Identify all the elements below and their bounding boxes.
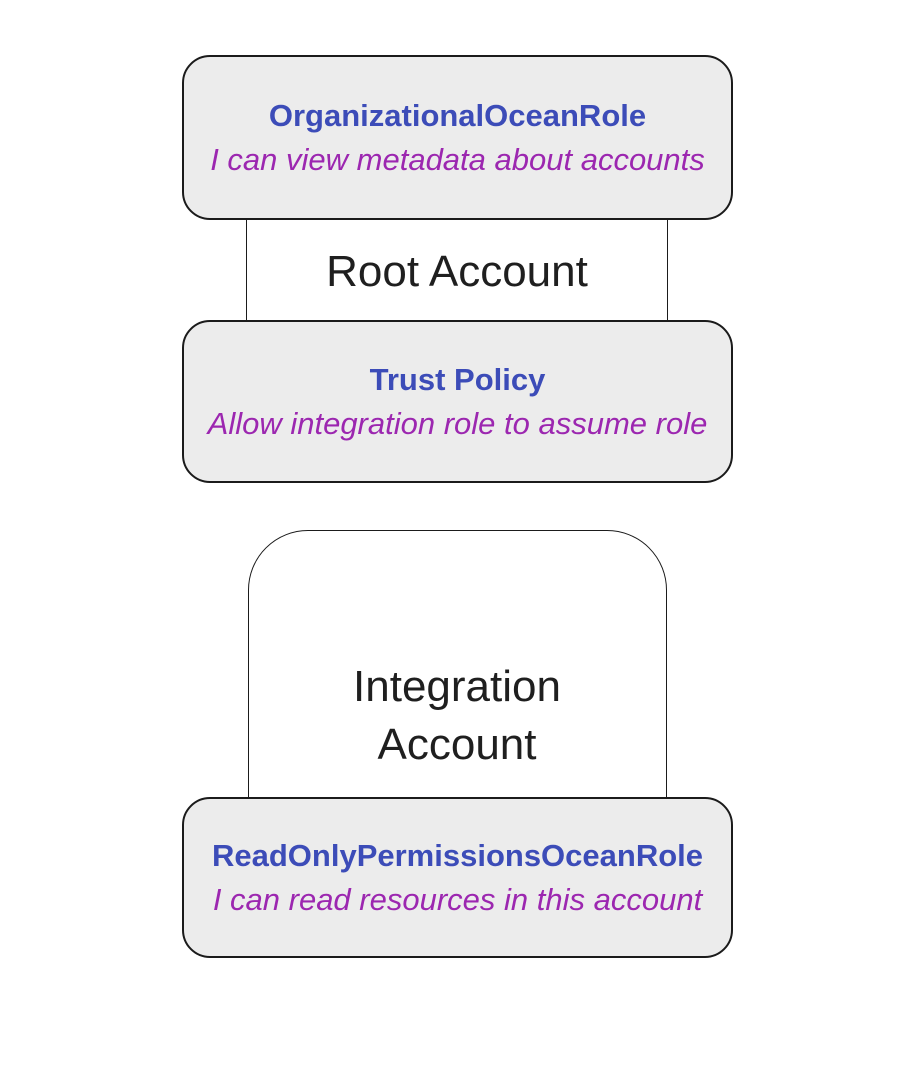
node-trust-policy: Trust Policy Allow integration role to a… (182, 320, 733, 483)
node-organizational-ocean-role: OrganizationalOceanRole I can view metad… (182, 55, 733, 220)
read-only-permissions-ocean-role-title: ReadOnlyPermissionsOceanRole (211, 837, 704, 873)
node-read-only-permissions-ocean-role: ReadOnlyPermissionsOceanRole I can read … (182, 797, 733, 958)
root-account-label: Root Account (326, 247, 588, 296)
trust-policy-title: Trust Policy (369, 361, 546, 397)
read-only-permissions-ocean-role-subtitle: I can read resources in this account (212, 881, 703, 917)
trust-policy-subtitle: Allow integration role to assume role (207, 405, 708, 441)
integration-account-label: Integration Account (353, 662, 561, 769)
organizational-ocean-role-subtitle: I can view metadata about accounts (210, 141, 705, 177)
organizational-ocean-role-title: OrganizationalOceanRole (268, 97, 647, 133)
